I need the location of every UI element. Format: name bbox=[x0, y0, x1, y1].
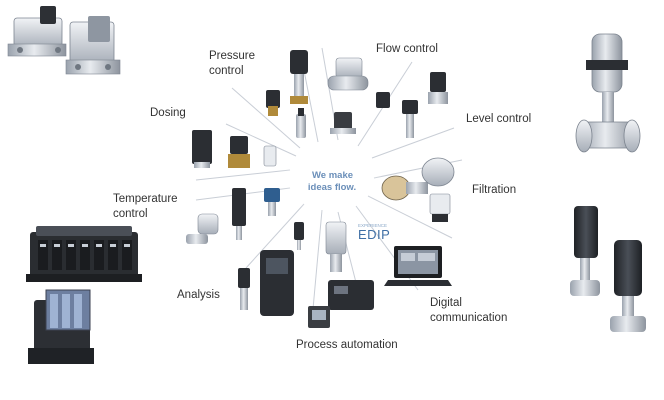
label-pressure-control-line-2: control bbox=[209, 65, 244, 77]
level-control-products bbox=[402, 72, 448, 138]
mass-flow-controller-image bbox=[7, 6, 121, 75]
label-dosing: Dosing bbox=[150, 107, 186, 119]
temperature-controller-module-image bbox=[26, 226, 142, 282]
process-automation-products bbox=[308, 221, 374, 328]
flow-control-products bbox=[327, 57, 390, 134]
label-flow-control: Flow control bbox=[376, 43, 438, 55]
label-temperature-control-line-1: Temperature bbox=[113, 193, 178, 205]
dosing-products bbox=[192, 130, 277, 168]
center-slogan-line-2: ideas flow. bbox=[307, 182, 357, 193]
edip-logo: EXPERIENCE EDIP bbox=[358, 223, 406, 245]
analysis-products bbox=[238, 222, 304, 316]
label-level-control: Level control bbox=[466, 113, 532, 125]
label-digital-communication-line-1: Digital bbox=[430, 297, 462, 309]
pressure-control-products bbox=[266, 50, 308, 138]
temperature-control-products bbox=[186, 188, 280, 244]
label-filtration: Filtration bbox=[472, 184, 517, 196]
center-glow bbox=[278, 146, 382, 214]
center-slogan-line-1: We make bbox=[312, 170, 354, 181]
filtration-products bbox=[381, 157, 455, 222]
laptop-image bbox=[384, 246, 452, 286]
label-pressure-control-line-1: Pressure bbox=[209, 50, 256, 62]
label-process-automation: Process automation bbox=[296, 339, 398, 351]
edip-logo-text: EDIP bbox=[358, 227, 391, 242]
angle-seat-valve-image bbox=[570, 206, 646, 332]
label-analysis: Analysis bbox=[177, 289, 220, 301]
stainless-process-valve-image bbox=[575, 33, 641, 153]
edip-logo-small-text: EXPERIENCE bbox=[358, 223, 388, 228]
valve-island-image bbox=[28, 289, 94, 364]
label-temperature-control-line-2: control bbox=[113, 208, 148, 220]
label-digital-communication-line-2: communication bbox=[430, 312, 508, 324]
